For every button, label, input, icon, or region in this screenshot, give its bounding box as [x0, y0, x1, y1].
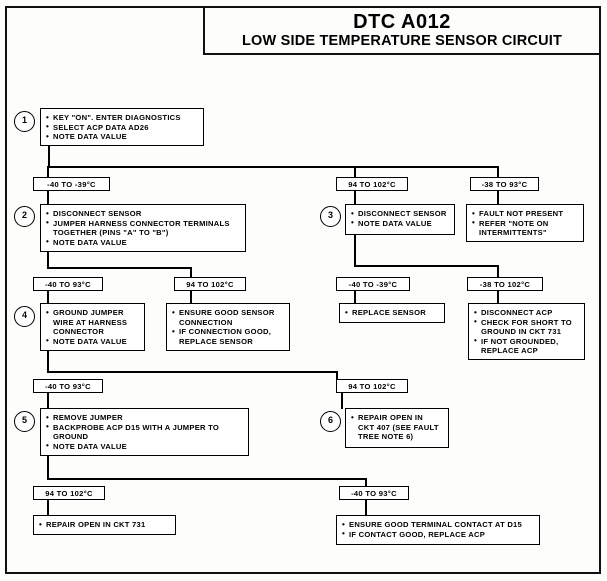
- ensure-terminal-contact-line-2: IF CONTACT GOOD, REPLACE ACP: [342, 529, 534, 540]
- condition-row4-right: -40 TO 93°C: [339, 486, 409, 500]
- step-1-line-1: KEY "ON". ENTER DIAGNOSTICS: [46, 113, 198, 123]
- step-4-line-2: NOTE DATA VALUE: [46, 336, 139, 347]
- condition-row2-left: -40 TO 93°C: [33, 277, 103, 291]
- step-number-4: 4: [14, 306, 35, 327]
- step-3-line-1: DISCONNECT SENSOR: [351, 209, 449, 219]
- disconnect-acp-line-3: IF NOT GROUNDED, REPLACE ACP: [474, 336, 579, 356]
- step-number-3: 3: [320, 206, 341, 227]
- action-box-ensure-good-sensor: ENSURE GOOD SENSOR CONNECTION IF CONNECT…: [166, 303, 290, 351]
- step-box-4: GROUND JUMPER WIRE AT HARNESS CONNECTOR …: [40, 303, 145, 351]
- step-number-1: 1: [14, 111, 35, 132]
- step-4-line-1: GROUND JUMPER WIRE AT HARNESS CONNECTOR: [46, 308, 139, 337]
- connector-row3-drop-right: [336, 371, 339, 380]
- condition-row2-right-a: -40 TO -39°C: [336, 277, 410, 291]
- step-3-line-2: NOTE DATA VALUE: [351, 218, 449, 229]
- connector-step2-down: [47, 252, 50, 269]
- step-box-6: REPAIR OPEN IN CKT 407 (SEE FAULT TREE N…: [345, 408, 449, 448]
- title-block: DTC A012 LOW SIDE TEMPERATURE SENSOR CIR…: [203, 8, 599, 55]
- connector-row3-right-to-step6: [341, 393, 344, 409]
- condition-row4-left: 94 TO 102°C: [33, 486, 105, 500]
- step-box-5: REMOVE JUMPER BACKPROBE ACP D15 WITH A J…: [40, 408, 249, 456]
- repair-open-731-line-1: REPAIR OPEN IN CKT 731: [39, 520, 170, 530]
- action-box-replace-sensor: REPLACE SENSOR: [339, 303, 445, 323]
- connector-row2-left-to-step4: [47, 291, 50, 304]
- action-box-fault-not-present: FAULT NOT PRESENT REFER "NOTE ON INTERMI…: [466, 204, 584, 242]
- disconnect-acp-line-2: CHECK FOR SHORT TO GROUND IN CKT 731: [474, 317, 579, 337]
- fault-not-present-line-2: REFER "NOTE ON INTERMITTENTS": [472, 218, 578, 238]
- step-box-1: KEY "ON". ENTER DIAGNOSTICS SELECT ACP D…: [40, 108, 204, 146]
- ensure-good-sensor-line-2: IF CONNECTION GOOD, REPLACE SENSOR: [172, 327, 284, 346]
- connector-row1-mid-to-step3: [354, 191, 357, 207]
- condition-row3-left: -40 TO 93°C: [33, 379, 103, 393]
- step-2-line-3: NOTE DATA VALUE: [46, 237, 240, 248]
- condition-row3-right: 94 TO 102°C: [336, 379, 408, 393]
- disconnect-acp-line-1: DISCONNECT ACP: [474, 308, 579, 318]
- step-number-5: 5: [14, 411, 35, 432]
- connector-row2-to-replace-sensor: [354, 291, 357, 303]
- connector-row1-right-to-fault: [497, 191, 500, 204]
- replace-sensor-line-1: REPLACE SENSOR: [345, 308, 439, 318]
- connector-row4-drop-right: [365, 478, 368, 487]
- connector-row2-to-disconnect-acp: [497, 291, 500, 303]
- connector-row1-drop-mid: [354, 166, 357, 178]
- action-box-ensure-terminal-contact: ENSURE GOOD TERMINAL CONTACT AT D15 IF C…: [336, 515, 540, 545]
- connector-step4-down: [47, 351, 50, 373]
- condition-row1-right: -38 TO 93°C: [470, 177, 539, 191]
- step-1-line-2: SELECT ACP DATA AD26: [46, 122, 198, 133]
- connector-row2-mid-to-ensure: [190, 291, 193, 304]
- fault-not-present-line-1: FAULT NOT PRESENT: [472, 209, 578, 219]
- connector-step3-down: [354, 235, 357, 267]
- condition-row1-left: -40 TO -39°C: [33, 177, 110, 191]
- connector-row1-left-to-step2: [47, 191, 50, 207]
- step-number-6: 6: [320, 411, 341, 432]
- step-5-line-2: BACKPROBE ACP D15 WITH A JUMPER TO GROUN…: [46, 422, 243, 442]
- step-5-line-3: NOTE DATA VALUE: [46, 441, 243, 452]
- step-box-2: DISCONNECT SENSOR JUMPER HARNESS CONNECT…: [40, 204, 246, 252]
- connector-row1-drop-left: [47, 166, 50, 178]
- connector-step1-down: [48, 146, 51, 168]
- condition-row2-right-b: -38 TO 102°C: [467, 277, 543, 291]
- connector-row4-left-to-repair731: [47, 500, 50, 516]
- connector-row2-drop-right: [497, 265, 500, 278]
- page-title: DTC A012: [353, 11, 451, 33]
- step-2-line-1: DISCONNECT SENSOR: [46, 209, 240, 219]
- connector-bus-row4: [47, 478, 367, 481]
- step-box-3: DISCONNECT SENSOR NOTE DATA VALUE: [345, 204, 455, 235]
- step-5-line-1: REMOVE JUMPER: [46, 413, 243, 423]
- connector-bus-row3: [47, 371, 338, 374]
- connector-row1-drop-right: [497, 166, 500, 178]
- connector-bus-row1: [47, 166, 499, 169]
- connector-step5-down: [47, 456, 50, 480]
- step-1-line-3: NOTE DATA VALUE: [46, 132, 198, 142]
- connector-row3-left-to-step5: [47, 393, 50, 409]
- ensure-terminal-contact-line-1: ENSURE GOOD TERMINAL CONTACT AT D15: [342, 520, 534, 530]
- connector-row2-drop-mid: [190, 267, 193, 278]
- connector-bus-row2-left: [47, 267, 192, 270]
- connector-bus-row2-right: [354, 265, 499, 268]
- condition-row2-mid: 94 TO 102°C: [174, 277, 246, 291]
- step-number-2: 2: [14, 206, 35, 227]
- page-subtitle: LOW SIDE TEMPERATURE SENSOR CIRCUIT: [241, 33, 563, 49]
- action-box-disconnect-acp: DISCONNECT ACP CHECK FOR SHORT TO GROUND…: [468, 303, 585, 360]
- action-box-repair-open-731: REPAIR OPEN IN CKT 731: [33, 515, 176, 535]
- connector-row4-right-to-terminal: [365, 500, 368, 516]
- ensure-good-sensor-line-1: ENSURE GOOD SENSOR CONNECTION: [172, 307, 284, 327]
- step-2-line-2: JUMPER HARNESS CONNECTOR TERMINALS TOGET…: [46, 218, 240, 238]
- page-border: [5, 6, 601, 574]
- condition-row1-mid: 94 TO 102°C: [336, 177, 408, 191]
- step-6-line-1: REPAIR OPEN IN CKT 407 (SEE FAULT TREE N…: [351, 413, 443, 442]
